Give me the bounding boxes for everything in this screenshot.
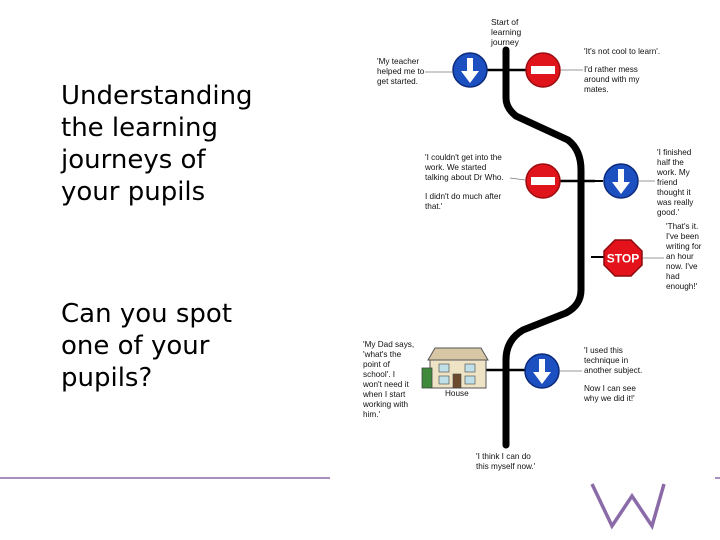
house-icon [422, 348, 488, 388]
svg-text:half the: half the [657, 158, 684, 167]
quote-dr-who: 'I couldn't get into the work. We starte… [424, 153, 504, 182]
w-logo-icon [592, 484, 664, 526]
svg-text:get started.: get started. [377, 77, 418, 86]
down-arrow-sign-icon [453, 53, 487, 87]
svg-text:technique in: technique in [584, 356, 629, 365]
down-arrow-sign-icon [525, 354, 559, 388]
stop-sign-label: STOP [607, 252, 639, 266]
quote-dad-says: 'My Dad says, 'what's the point of schoo… [362, 340, 414, 419]
quote-teacher: 'My teacher helped me to get started. [377, 57, 425, 86]
svg-text:why we did it!': why we did it!' [583, 394, 635, 403]
question-line: pupils? [61, 362, 341, 394]
question-line: one of your [61, 330, 341, 362]
svg-text:good.': good.' [657, 208, 679, 217]
svg-text:writing for: writing for [665, 242, 702, 251]
learning-journey-diagram: STOP House Start of learning journey 'My… [355, 0, 720, 480]
svg-text:when I start: when I start [362, 390, 406, 399]
footer-divider-gap [330, 477, 715, 481]
quote-used-technique: 'I used this technique in another subjec… [584, 346, 642, 375]
svg-text:around with my: around with my [584, 75, 640, 84]
svg-text:was really: was really [656, 198, 694, 207]
no-entry-sign-icon [526, 164, 560, 198]
svg-text:I didn't do much after: I didn't do much after [425, 192, 501, 201]
svg-text:enough!': enough!' [666, 282, 698, 291]
svg-text:'It's not cool to learn'.: 'It's not cool to learn'. [584, 47, 660, 56]
svg-text:another subject.: another subject. [584, 366, 642, 375]
house-label: House [445, 389, 469, 398]
title-line: journeys of [61, 144, 341, 176]
quote-writing-hour: 'That's it. I've been writing for an hou… [665, 222, 702, 291]
svg-text:'I finished: 'I finished [657, 148, 692, 157]
svg-text:him.': him.' [363, 410, 380, 419]
start-label: Start of learning journey [490, 17, 522, 47]
svg-text:talking about Dr Who.: talking about Dr Who. [425, 173, 504, 182]
svg-text:school'. I: school'. I [363, 370, 395, 379]
title-line: the learning [61, 112, 341, 144]
quote-rather-mess: I'd rather mess around with my mates. [584, 65, 640, 94]
svg-text:friend: friend [657, 178, 678, 187]
quote-didnt-do: I didn't do much after that.' [425, 192, 501, 211]
question-line: Can you spot [61, 298, 341, 330]
svg-text:an hour: an hour [666, 252, 694, 261]
svg-text:'what's the: 'what's the [363, 350, 402, 359]
svg-text:thought it: thought it [657, 188, 691, 197]
quote-now-see: Now I can see why we did it!' [583, 384, 636, 403]
svg-text:'I used this: 'I used this [584, 346, 623, 355]
svg-text:had: had [666, 272, 680, 281]
svg-text:'That's it.: 'That's it. [666, 222, 698, 231]
svg-text:I'd rather mess: I'd rather mess [584, 65, 638, 74]
svg-text:'I couldn't get into the: 'I couldn't get into the [425, 153, 502, 162]
svg-text:mates.: mates. [584, 85, 609, 94]
slide-title: Understanding the learning journeys of y… [61, 80, 341, 208]
footer-decoration [0, 440, 720, 540]
svg-text:I've been: I've been [666, 232, 699, 241]
svg-text:Start of: Start of [491, 17, 519, 27]
svg-text:journey: journey [490, 37, 520, 47]
svg-text:helped me to: helped me to [377, 67, 425, 76]
svg-text:that.': that.' [425, 202, 443, 211]
svg-text:learning: learning [491, 27, 522, 37]
svg-text:work. My: work. My [656, 168, 691, 177]
svg-text:work. We started: work. We started [424, 163, 487, 172]
no-entry-sign-icon [526, 53, 560, 87]
leader-line [510, 178, 525, 180]
svg-text:now. I've: now. I've [666, 262, 698, 271]
quote-not-cool: 'It's not cool to learn'. [584, 47, 660, 56]
svg-text:won't need it: won't need it [362, 380, 409, 389]
svg-text:Now I can see: Now I can see [584, 384, 636, 393]
svg-text:'My teacher: 'My teacher [377, 57, 419, 66]
title-line: Understanding [61, 80, 341, 112]
quote-finished-half: 'I finished half the work. My friend tho… [656, 148, 694, 217]
slide-question: Can you spot one of your pupils? [61, 298, 341, 394]
svg-text:'My Dad says,: 'My Dad says, [363, 340, 414, 349]
svg-text:point of: point of [363, 360, 391, 369]
svg-text:working with: working with [362, 400, 408, 409]
down-arrow-sign-icon [604, 164, 638, 198]
stop-sign-icon: STOP [604, 240, 642, 276]
title-line: your pupils [61, 176, 341, 208]
